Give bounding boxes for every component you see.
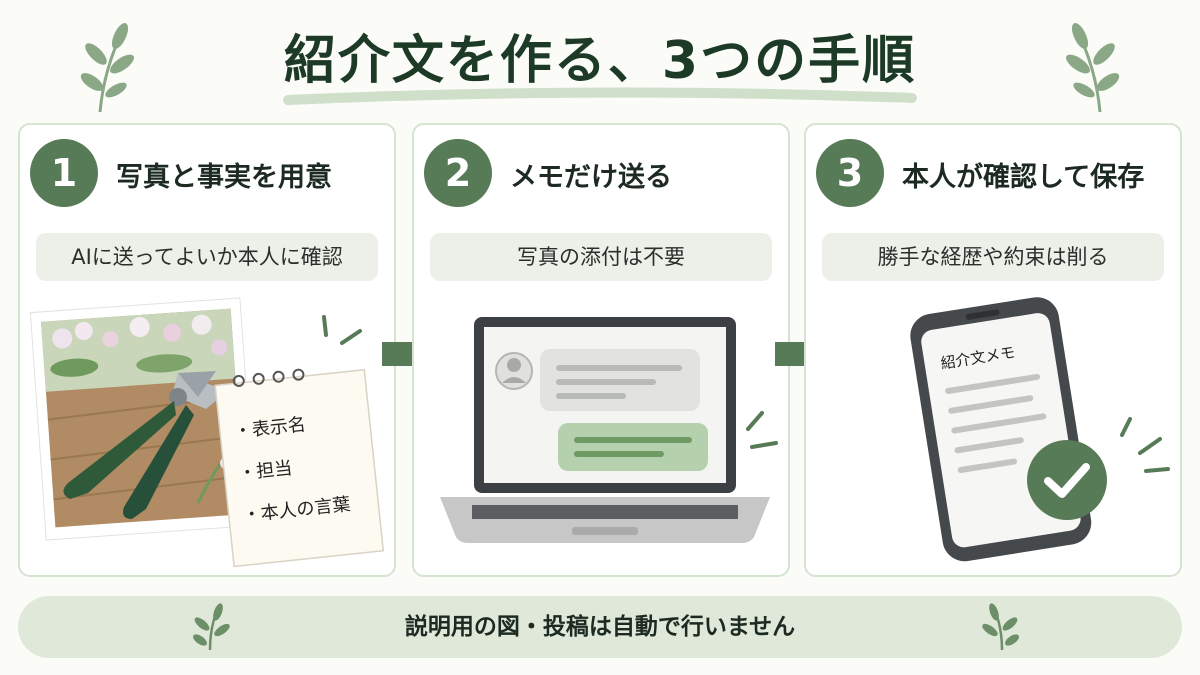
smartphone-icon: 紹介文メモ <box>910 297 1092 562</box>
sprig-icon <box>193 603 230 651</box>
check-circle-icon <box>1027 440 1107 520</box>
page-title: 紹介文を作る、3つの手順 <box>283 31 917 91</box>
avatar-icon <box>495 352 533 390</box>
footer-text: 説明用の図・投稿は自動で行いません <box>404 614 796 640</box>
step-1-panel: 1 写真と事実を用意 AIに送ってよいか本人に確認 <box>18 123 396 577</box>
notepad-icon: ・表示名 ・担当 ・本人の言葉 <box>214 368 385 568</box>
sprig-icon <box>80 23 134 113</box>
sparkle-lines <box>1120 417 1170 473</box>
sparkle-lines <box>322 315 362 345</box>
title-underline <box>283 87 917 105</box>
step-3-subtitle: 勝手な経歴や約束は削る <box>822 233 1164 281</box>
step-2-subtitle: 写真の添付は不要 <box>430 233 772 281</box>
step-3-number: 3 <box>816 139 884 207</box>
sprig-icon <box>1066 23 1120 113</box>
step-1-subtitle: AIに送ってよいか本人に確認 <box>36 233 378 281</box>
step-1-title: 写真と事実を用意 <box>116 162 332 193</box>
sprig-icon <box>982 603 1019 651</box>
step-1-number: 1 <box>30 139 98 207</box>
step-2-panel: 2 メモだけ送る 写真の添付は不要 <box>412 123 790 577</box>
sparkle-lines <box>746 411 778 449</box>
footer-banner: 説明用の図・投稿は自動で行いません <box>18 596 1182 658</box>
pruning-shears-photo <box>29 297 257 541</box>
laptop-icon <box>440 317 770 543</box>
pruning-shears-icon <box>63 371 228 519</box>
step-3-panel: 3 本人が確認して保存 勝手な経歴や約束は削る 紹介文メモ <box>804 123 1182 577</box>
step-2-number: 2 <box>424 139 492 207</box>
step-3-title: 本人が確認して保存 <box>902 162 1145 193</box>
step-2-title: メモだけ送る <box>510 162 672 193</box>
